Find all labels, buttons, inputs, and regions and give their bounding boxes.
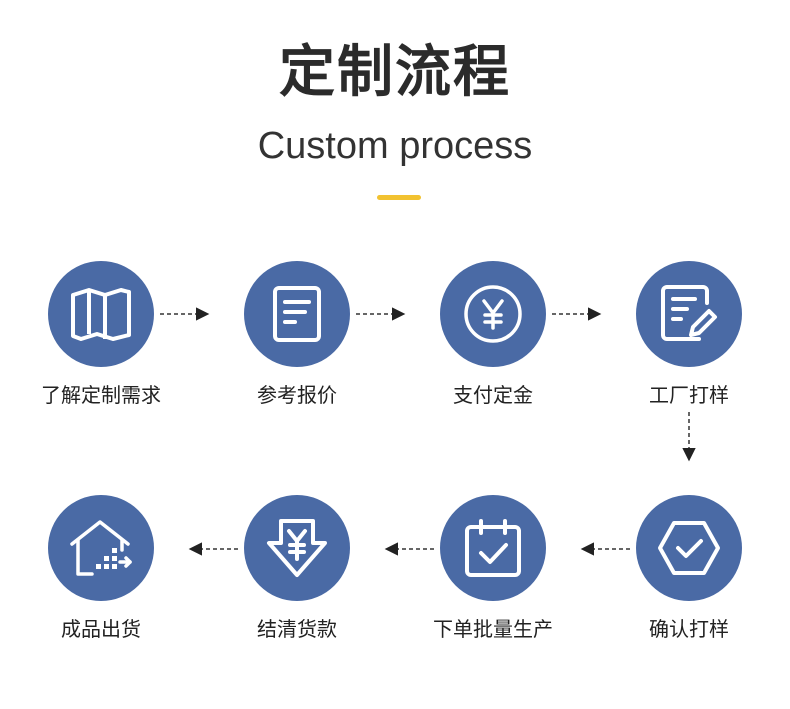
step-7-label: 结清货款 — [257, 617, 337, 641]
page-title: 定制流程 — [279, 40, 511, 105]
hexagon-check-icon — [658, 521, 720, 575]
step-1: 了解定制需求 — [26, 261, 176, 408]
step-6: 下单批量生产 — [418, 495, 568, 642]
step-3-label: 支付定金 — [453, 383, 533, 407]
step-8: 成品出货 — [26, 495, 176, 642]
yen-arrow-down-icon — [267, 519, 327, 577]
document-icon — [273, 286, 321, 342]
yen-coin-icon — [464, 285, 522, 343]
step-7: 结清货款 — [222, 495, 372, 642]
step-6-label: 下单批量生产 — [433, 617, 553, 641]
step-1-label: 了解定制需求 — [41, 383, 161, 407]
page-subtitle: Custom process — [257, 125, 533, 167]
map-icon — [71, 288, 131, 341]
step-4-circle — [636, 261, 742, 367]
step-5-label: 确认打样 — [649, 617, 729, 641]
warehouse-icon — [70, 520, 132, 576]
step-4: 工厂打样 — [614, 261, 764, 408]
step-3-circle — [440, 261, 546, 367]
step-8-circle — [48, 495, 154, 601]
step-4-label: 工厂打样 — [649, 383, 729, 407]
step-3: 支付定金 — [418, 261, 568, 408]
calendar-check-icon — [465, 519, 521, 577]
step-7-circle — [244, 495, 350, 601]
step-5-circle — [636, 495, 742, 601]
notepad-pen-icon — [661, 285, 717, 341]
step-8-label: 成品出货 — [61, 617, 141, 641]
title-accent-bar — [377, 195, 421, 200]
step-2-circle — [244, 261, 350, 367]
step-5: 确认打样 — [614, 495, 764, 642]
step-6-circle — [440, 495, 546, 601]
step-1-circle — [48, 261, 154, 367]
step-2-label: 参考报价 — [257, 383, 337, 407]
step-2: 参考报价 — [222, 261, 372, 408]
